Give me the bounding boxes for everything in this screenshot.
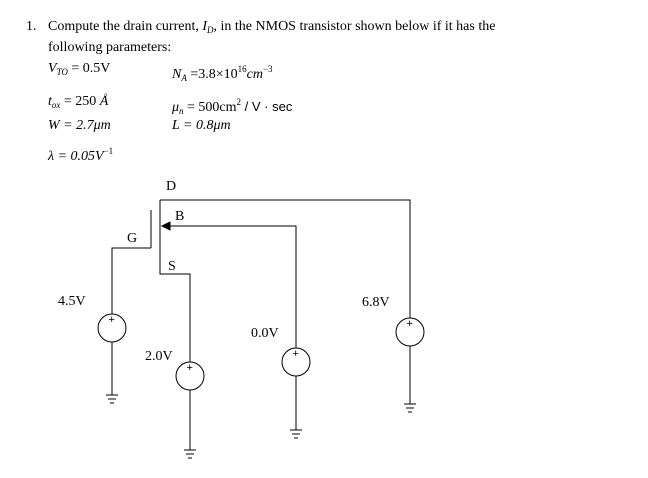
ground-icon xyxy=(184,449,196,459)
gate-voltage-label: 4.5V xyxy=(58,294,86,309)
drain-voltage-label: 6.8V xyxy=(362,295,390,310)
param-w: W = 2.7μm xyxy=(48,118,111,133)
param-tox-value: = 250 xyxy=(60,94,97,109)
param-vto-value: = 0.5V xyxy=(67,61,111,76)
source-source-plus: + xyxy=(187,362,193,374)
gate-label: G xyxy=(127,231,137,246)
param-mun: μn = 500cm2 / V · sec xyxy=(172,94,292,119)
param-mun-unit: / V · sec xyxy=(241,99,293,114)
param-mun-symbol: μ xyxy=(172,100,180,115)
voltage-source-icon xyxy=(97,313,127,395)
problem-text-before: Compute the drain current, xyxy=(48,19,199,34)
voltage-source-icon xyxy=(175,361,205,450)
nmos-transistor-icon xyxy=(150,200,171,250)
param-lambda: λ = 0.05V−1 xyxy=(48,143,113,165)
angstrom-unit: °A xyxy=(99,92,109,110)
drain-current-subscript: D xyxy=(207,25,214,35)
bulk-arrow-icon xyxy=(160,221,171,231)
ground-icon xyxy=(290,429,302,439)
param-na-unit: cm xyxy=(246,67,263,82)
ground-icon xyxy=(106,394,118,404)
param-vto-symbol: V xyxy=(48,61,57,76)
source-voltage-label: 2.0V xyxy=(145,349,173,364)
param-mun-subscript: n xyxy=(179,106,184,116)
voltage-source-icon xyxy=(395,317,425,404)
param-vto: VTO = 0.5V xyxy=(48,61,110,80)
problem-statement-line1: Compute the drain current, ID, in the NM… xyxy=(48,19,495,38)
param-na-unit-exponent: −3 xyxy=(262,64,273,74)
param-na: NA =3.8×1016cm−3 xyxy=(172,61,273,86)
param-na-exponent: 16 xyxy=(237,64,247,74)
param-mun-exponent: 2 xyxy=(236,97,242,107)
bulk-wire xyxy=(170,225,297,348)
param-na-symbol: N xyxy=(172,67,182,82)
bulk-source-plus: + xyxy=(293,348,299,360)
param-vto-subscript: TO xyxy=(56,67,68,77)
param-tox-symbol: t xyxy=(48,94,52,109)
ground-icon xyxy=(404,403,416,413)
param-lambda-exponent: −1 xyxy=(103,146,114,156)
voltage-source-icon xyxy=(281,347,311,430)
gate-source-plus: + xyxy=(109,314,115,326)
angstrom-letter: A xyxy=(99,94,109,109)
drain-current-symbol: I xyxy=(202,19,208,34)
bulk-voltage-label: 0.0V xyxy=(251,326,279,341)
param-tox: tox = 250 °A xyxy=(48,92,109,113)
source-wire xyxy=(159,250,191,362)
param-tox-subscript: ox xyxy=(51,100,61,110)
param-lambda-value: λ = 0.05V xyxy=(48,149,104,164)
problem-text-after: , in the NMOS transistor shown below if … xyxy=(213,19,496,34)
param-na-subscript: A xyxy=(181,73,187,83)
source-label: S xyxy=(168,259,176,274)
param-mun-value: = 500cm xyxy=(183,100,237,115)
gate-wire xyxy=(111,247,151,314)
drain-wire xyxy=(160,199,411,318)
param-na-value: =3.8×10 xyxy=(186,67,238,82)
angstrom-ring: ° xyxy=(103,92,108,102)
problem-number: 1. xyxy=(26,19,37,34)
bulk-label: B xyxy=(175,209,184,224)
drain-source-plus: + xyxy=(407,318,413,330)
drain-label: D xyxy=(166,179,176,194)
param-l: L = 0.8μm xyxy=(172,118,231,133)
problem-statement-line2: following parameters: xyxy=(48,40,172,55)
